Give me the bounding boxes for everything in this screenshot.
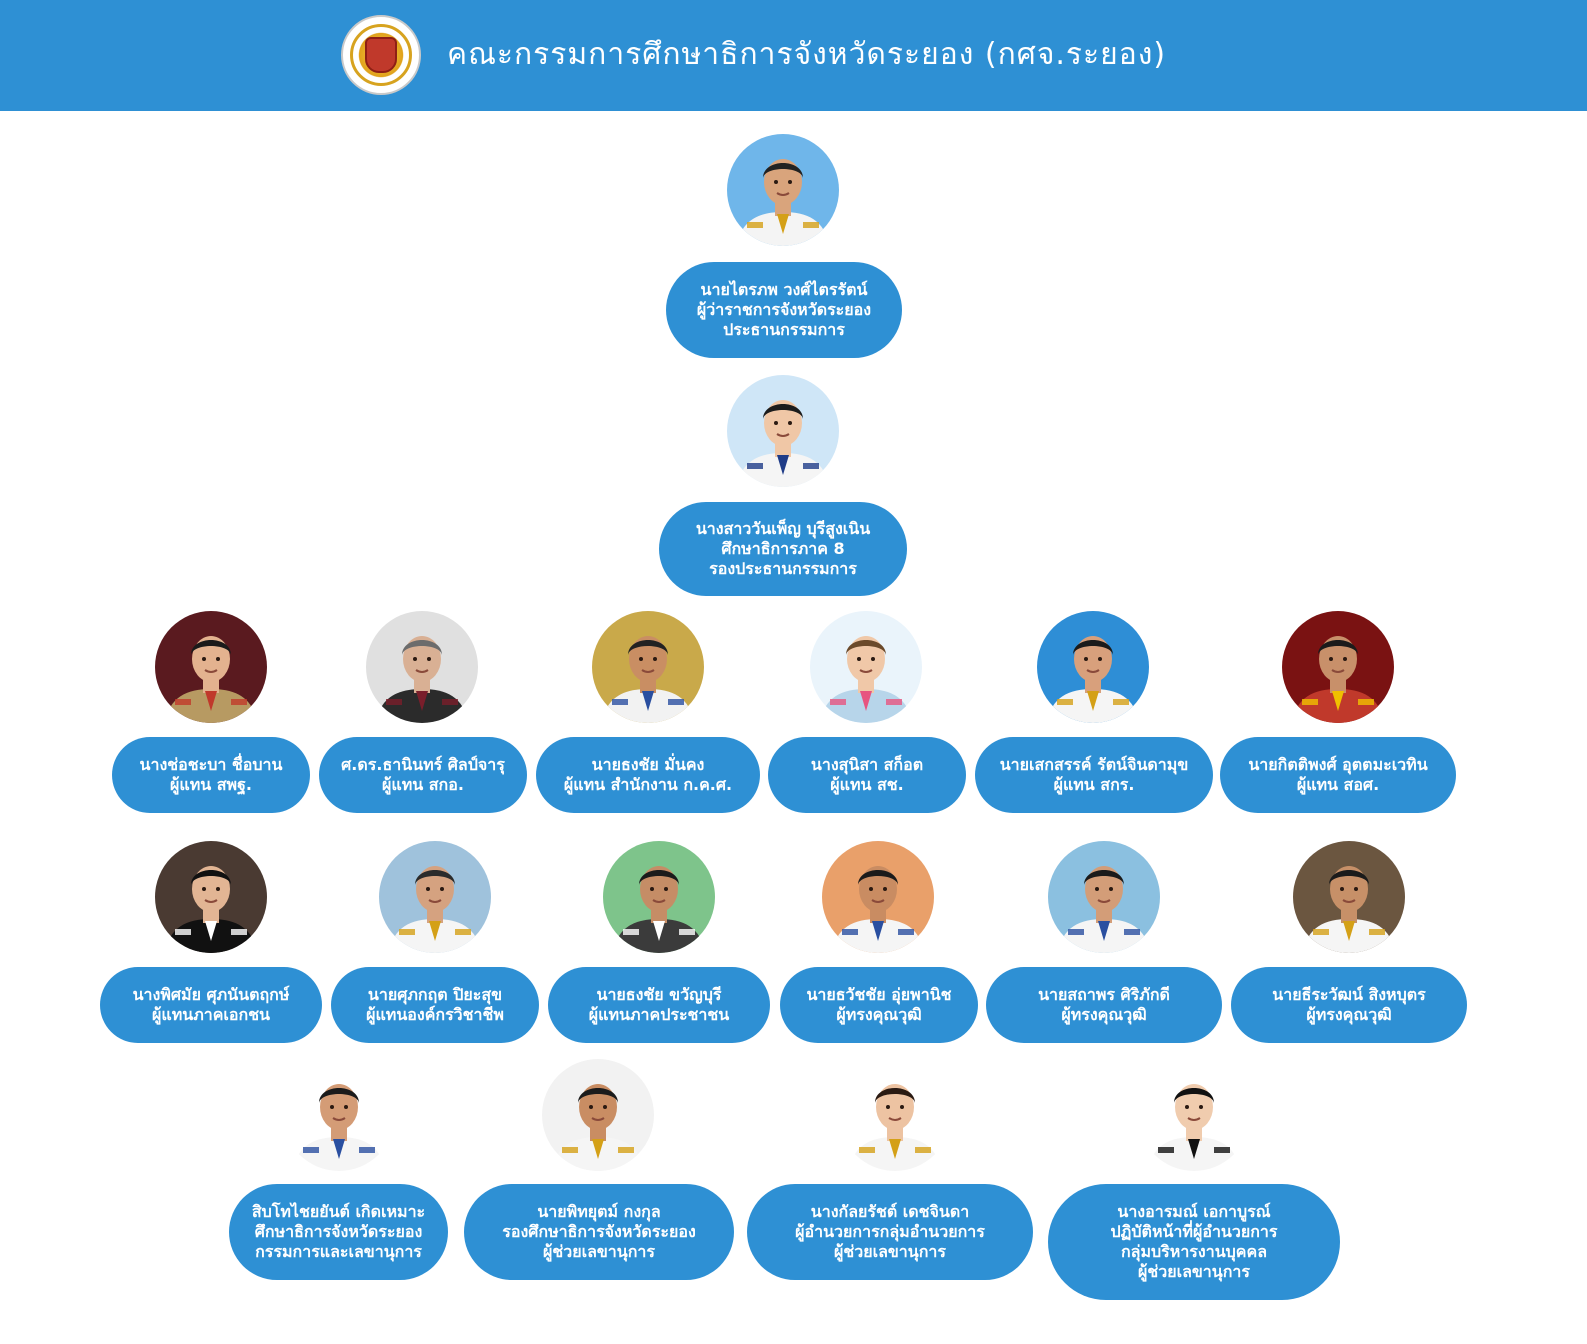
member-role: ผู้แทนภาคประชาชน	[588, 1005, 730, 1024]
member-role: ศึกษาธิการจังหวัดระยอง	[254, 1222, 423, 1241]
member-role: ผู้แทน สช.	[830, 775, 904, 794]
member-role: กลุ่มบริหารงานบุคคล	[1120, 1242, 1267, 1261]
member-card-r2-6: นายธีระวัฒน์ สิงหบุตรผู้ทรงคุณวุฒิ	[1231, 967, 1467, 1043]
member-role: ผู้แทน สำนักงาน ก.ค.ศ.	[563, 775, 733, 794]
member-portrait-r3-1	[283, 1059, 395, 1171]
member-role: ผู้แทน สกร.	[1053, 775, 1135, 794]
member-card-r3-1: สิบโทไชยยันต์ เกิดเหมาะศึกษาธิการจังหวัด…	[229, 1184, 448, 1280]
member-portrait-r1-2	[366, 611, 478, 723]
member-role: ผู้แทน สกอ.	[382, 775, 464, 794]
member-portrait-r1-1	[155, 611, 267, 723]
member-card-r3-3: นางกัลยรัชต์ เดชจินดาผู้อำนวยการกลุ่มอำน…	[747, 1184, 1033, 1280]
member-role: ประธานกรรมการ	[723, 320, 845, 339]
member-role: ผู้ช่วยเลขานุการ	[834, 1242, 946, 1261]
member-role: ศึกษาธิการภาค 8	[721, 539, 845, 558]
member-card-r1-5: นายเสกสรรค์ รัตน์จินดามุขผู้แทน สกร.	[975, 737, 1213, 813]
member-card-r2-2: นายศุภกฤต ปิยะสุขผู้แทนองค์กรวิชาชีพ	[331, 967, 539, 1043]
member-card-r2-5: นายสถาพร ศิริภักดีผู้ทรงคุณวุฒิ	[986, 967, 1222, 1043]
provincial-education-office-seal-icon	[341, 15, 421, 95]
member-portrait-r1-3	[592, 611, 704, 723]
member-card-r1-6: นายกิตติพงศ์ อุตตมะเวทินผู้แทน สอศ.	[1220, 737, 1456, 813]
member-role: ผู้ช่วยเลขานุการ	[543, 1242, 655, 1261]
member-card-r2-1: นางพิศมัย ศุภนันตฤกษ์ผู้แทนภาคเอกชน	[100, 967, 322, 1043]
member-name: นายศุภกฤต ปิยะสุข	[367, 985, 503, 1004]
member-portrait-r2-6	[1293, 841, 1405, 953]
member-portrait-r1-6	[1282, 611, 1394, 723]
member-portrait-r2-1	[155, 841, 267, 953]
member-name: นายไตรภพ วงศ์ไตรรัตน์	[700, 280, 868, 299]
member-role: ผู้ว่าราชการจังหวัดระยอง	[696, 300, 872, 319]
member-card-r3-4: นางอารมณ์ เอกาบูรณ์ปฏิบัติหน้าที่ผู้อำนว…	[1048, 1184, 1340, 1300]
member-portrait-r3-3	[839, 1059, 951, 1171]
member-name: ศ.ดร.ธานินทร์ ศิลป์จารุ	[341, 755, 505, 774]
member-portrait-r1-4	[810, 611, 922, 723]
member-name: สิบโทไชยยันต์ เกิดเหมาะ	[251, 1202, 426, 1221]
member-name: นายสถาพร ศิริภักดี	[1038, 985, 1170, 1004]
member-card-r2-4: นายธวัชชัย อุ่ยพานิชผู้ทรงคุณวุฒิ	[780, 967, 978, 1043]
member-role: ผู้อำนวยการกลุ่มอำนวยการ	[795, 1222, 985, 1241]
member-role: ผู้ทรงคุณวุฒิ	[1306, 1005, 1392, 1024]
member-role: ผู้ทรงคุณวุฒิ	[836, 1005, 922, 1024]
member-role: กรรมการและเลขานุการ	[255, 1242, 422, 1261]
member-name: นางสุนิสา สก็อต	[810, 755, 924, 774]
member-card-r3-2: นายพิทยุตม์ กงกุลรองศึกษาธิการจังหวัดระย…	[464, 1184, 734, 1280]
page-header: คณะกรรมการศึกษาธิการจังหวัดระยอง (กศจ.ระ…	[0, 0, 1587, 111]
member-portrait-r2-2	[379, 841, 491, 953]
member-role: รองประธานกรรมการ	[709, 559, 857, 578]
member-name: นายเสกสรรค์ รัตน์จินดามุข	[999, 755, 1189, 774]
member-role: ผู้แทนองค์กรวิชาชีพ	[366, 1005, 504, 1024]
member-card-r2-3: นายธงชัย ขวัญบุรีผู้แทนภาคประชาชน	[548, 967, 770, 1043]
member-role: ปฏิบัติหน้าที่ผู้อำนวยการ	[1110, 1222, 1278, 1241]
member-portrait-r2-5	[1048, 841, 1160, 953]
member-portrait-r1-5	[1037, 611, 1149, 723]
member-name: นางพิศมัย ศุภนันตฤกษ์	[132, 985, 290, 1004]
member-card-r1-3: นายธงชัย มั่นคงผู้แทน สำนักงาน ก.ค.ศ.	[536, 737, 760, 813]
member-card-chair: นายไตรภพ วงศ์ไตรรัตน์ผู้ว่าราชการจังหวัด…	[666, 262, 902, 358]
member-name: นายธงชัย มั่นคง	[591, 755, 705, 774]
member-role: ผู้แทนภาคเอกชน	[152, 1005, 270, 1024]
member-name: นางกัลยรัชต์ เดชจินดา	[810, 1202, 970, 1221]
member-role: ผู้ช่วยเลขานุการ	[1138, 1262, 1250, 1281]
member-card-r1-2: ศ.ดร.ธานินทร์ ศิลป์จารุผู้แทน สกอ.	[319, 737, 527, 813]
member-card-r1-4: นางสุนิสา สก็อตผู้แทน สช.	[768, 737, 966, 813]
member-name: นายธวัชชัย อุ่ยพานิช	[806, 985, 952, 1004]
member-role: ผู้แทน สพฐ.	[170, 775, 252, 794]
member-role: ผู้ทรงคุณวุฒิ	[1061, 1005, 1147, 1024]
member-portrait-r2-3	[603, 841, 715, 953]
member-portrait-r3-4	[1138, 1059, 1250, 1171]
member-card-r1-1: นางช่อชะบา ชื่อบานผู้แทน สพฐ.	[112, 737, 310, 813]
member-portrait-r3-2	[542, 1059, 654, 1171]
member-name: นายธงชัย ขวัญบุรี	[596, 985, 722, 1004]
member-role: ผู้แทน สอศ.	[1296, 775, 1380, 794]
member-name: นายธีระวัฒน์ สิงหบุตร	[1272, 985, 1426, 1004]
page-title: คณะกรรมการศึกษาธิการจังหวัดระยอง (กศจ.ระ…	[447, 37, 1167, 72]
member-name: นางช่อชะบา ชื่อบาน	[139, 755, 283, 774]
member-name: นายพิทยุตม์ กงกุล	[537, 1202, 661, 1221]
member-portrait-chair	[727, 134, 839, 246]
member-name: นางสาววันเพ็ญ บุรีสูงเนิน	[695, 519, 871, 538]
member-card-vice-chair: นางสาววันเพ็ญ บุรีสูงเนินศึกษาธิการภาค 8…	[659, 502, 907, 596]
member-portrait-vice-chair	[727, 375, 839, 487]
member-portrait-r2-4	[822, 841, 934, 953]
member-name: นางอารมณ์ เอกาบูรณ์	[1117, 1202, 1271, 1221]
member-role: รองศึกษาธิการจังหวัดระยอง	[502, 1222, 696, 1241]
member-name: นายกิตติพงศ์ อุตตมะเวทิน	[1248, 755, 1428, 774]
